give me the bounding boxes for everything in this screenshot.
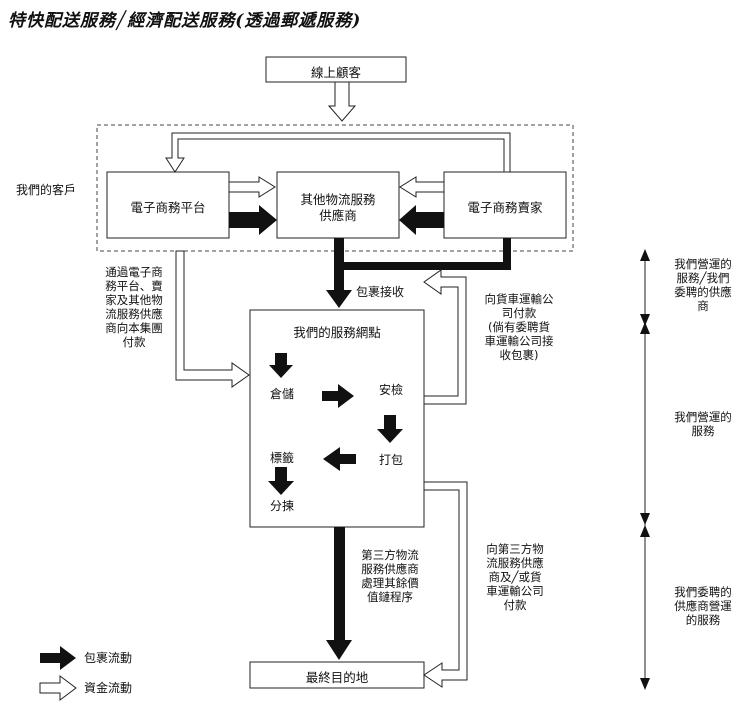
ecommerce-seller-box — [443, 171, 567, 239]
parcel-receipt-label: 包裹接收 — [356, 285, 405, 299]
page-title: 特快配送服務╱經濟配送服務(透過郵遞服務) — [8, 11, 362, 31]
ecommerce-seller-label: 電子商務賣家 — [467, 200, 543, 215]
fund-arrow-platform-to-logistics — [228, 176, 276, 198]
other-logistics-label-1: 其他物流服務 — [300, 192, 376, 207]
legend-parcel-arrow — [40, 646, 76, 670]
scale-head-bottom-up — [640, 525, 650, 537]
scale-label-middle: 我們營運的 服務 — [674, 410, 732, 438]
scale-head-top-up — [640, 249, 650, 261]
online-customer-label: 線上顧客 — [310, 65, 361, 80]
parcel-arrow-network-4 — [323, 447, 356, 471]
scale-label-bottom: 我們委聘的 供應商營運 的服務 — [674, 585, 732, 627]
step-sorting: 分揀 — [269, 499, 294, 513]
scale-head-middle-up — [640, 322, 650, 334]
step-packing: 打包 — [378, 453, 403, 467]
parcel-arrow-network-5 — [268, 467, 294, 495]
legend-fund-arrow — [39, 675, 77, 701]
legend-parcel-label: 包裹流動 — [84, 651, 133, 665]
scale-head-bottom-down — [640, 678, 650, 690]
fund-arrow-payment-to-group — [175, 250, 250, 388]
step-storage: 倉儲 — [269, 387, 294, 401]
fund-arrow-seller-to-platform — [165, 132, 511, 173]
scale-head-top-down — [640, 314, 650, 326]
parcel-arrow-to-destination — [326, 527, 352, 660]
our-customers-label: 我們的客戶 — [16, 183, 77, 197]
parcel-arrow-seller-to-logistics — [399, 205, 444, 235]
parcel-arrow-network-3 — [377, 415, 403, 443]
ecommerce-platform-label: 電子商務平台 — [130, 200, 206, 215]
service-network-label: 我們的服務網點 — [293, 325, 381, 340]
fund-arrow-customer-down — [327, 81, 357, 122]
other-logistics-box — [276, 171, 400, 239]
final-destination-label: 最終目的地 — [305, 670, 369, 685]
pay-truck-note: 向貨車運輸公 司付款 (倘有委聘貨 車運輸公司接 收包裹) — [484, 292, 554, 362]
parcel-arrow-network-2 — [322, 384, 354, 408]
third-party-handles-note: 第三方物流 服務供應商 處理其餘價 值鏈程序 — [361, 548, 419, 604]
step-labelling: 標籤 — [269, 451, 294, 465]
step-security-check: 安檢 — [378, 383, 403, 397]
fund-arrow-truck-company — [423, 269, 467, 405]
fund-arrow-third-party — [423, 481, 468, 688]
ecommerce-platform-box — [106, 171, 230, 239]
legend-fund-label: 資金流動 — [84, 681, 133, 695]
parcel-arrow-platform-to-logistics — [229, 205, 277, 235]
parcel-arrow-network-1 — [269, 353, 293, 378]
other-logistics-label-2: 供應商 — [319, 208, 357, 223]
final-destination-box — [249, 661, 425, 689]
fund-arrow-seller-to-logistics — [399, 176, 445, 198]
online-customer-box — [265, 56, 407, 83]
scale-head-middle-down — [640, 513, 650, 525]
payment-to-group-note: 通過電子商 務平台、賣 家及其他物 流服務供應 商向本集團 付款 — [105, 265, 163, 349]
scale-label-top: 我們營運的 服務╱我們 委聘的供應 商 — [674, 257, 732, 313]
pay-third-party-note: 向第三方物 流服務供應 商及╱或貨 車運輸公司 付款 — [486, 542, 544, 612]
service-network-box — [249, 309, 425, 528]
